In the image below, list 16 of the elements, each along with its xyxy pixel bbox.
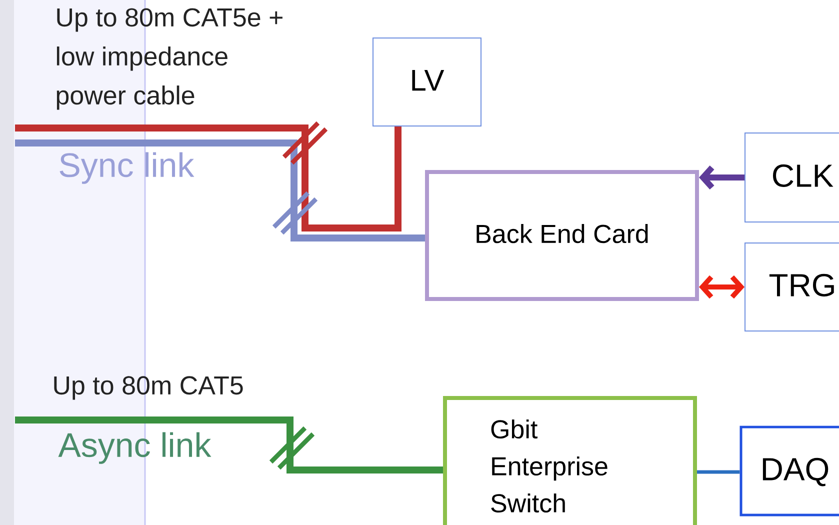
box: CLK <box>744 132 839 222</box>
box: LV <box>372 38 482 126</box>
box: DAQ <box>740 426 839 516</box>
cable-line <box>699 275 744 299</box>
box: Gbit Enterprise Switch <box>443 396 697 525</box>
box: Back End Card <box>425 170 699 301</box>
cable-line <box>15 416 443 474</box>
cable-line <box>699 166 744 190</box>
cable-label: Up to 80m CAT5e + low impedance power cable <box>56 8 282 110</box>
cable-line <box>697 470 740 474</box>
cable-line <box>15 124 402 232</box>
cable-label: Up to 80m CAT5 <box>54 376 243 400</box>
cable-label: Async link <box>58 432 212 464</box>
cable-line <box>15 140 425 242</box>
box: TRG <box>744 242 839 332</box>
cable-label: Sync link <box>60 152 194 184</box>
